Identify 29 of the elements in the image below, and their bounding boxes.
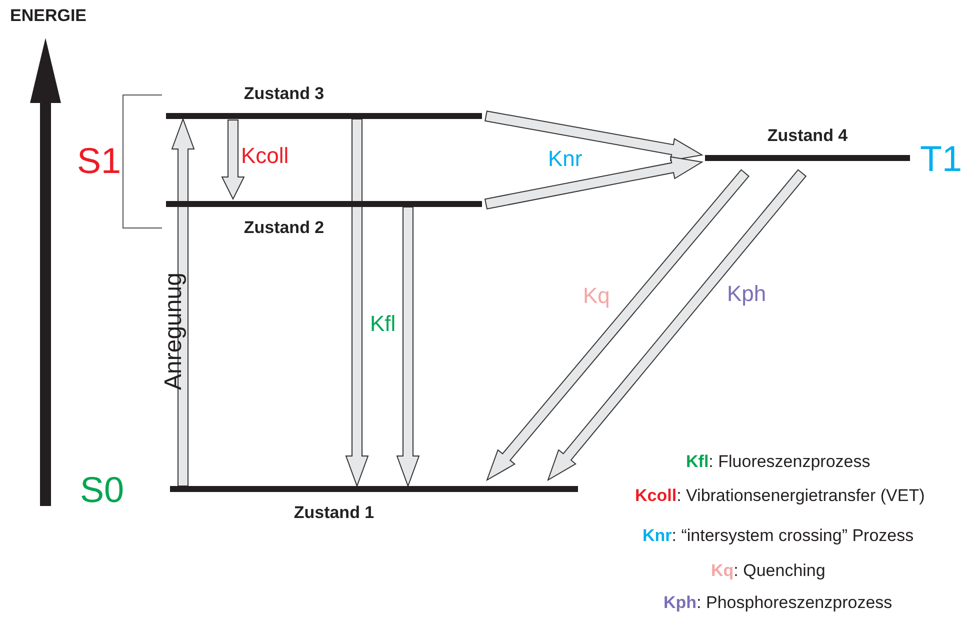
level-label: Zustand 1 — [294, 503, 374, 523]
state-symbol: S0 — [80, 470, 124, 510]
arrow — [486, 169, 750, 482]
legend-text: Kfl: Fluoreszenzprozess — [686, 452, 870, 472]
legend-text: Knr: “intersystem crossing” Prozess — [642, 526, 914, 546]
energy-level — [705, 126, 910, 161]
arrow — [547, 169, 807, 482]
state-symbol: S1 — [77, 140, 122, 182]
legend-text: Kq: Quenching — [711, 561, 826, 581]
arrow — [484, 156, 704, 210]
level-label: Zustand 4 — [767, 126, 848, 146]
level-label: Zustand 2 — [244, 218, 324, 238]
legend-text: Kcoll: Vibrationsenergietransfer (VET) — [635, 486, 925, 506]
edge-label: Anregunug — [160, 272, 188, 390]
edge-label: Kfl — [370, 311, 396, 337]
edge-label: Kcoll — [241, 143, 289, 169]
axis-label: ENERGIE — [10, 6, 87, 26]
edge-label: Knr — [548, 146, 582, 172]
edge-label: Kph — [727, 281, 766, 307]
energy-level — [166, 84, 482, 119]
edge-label: Kq — [583, 283, 610, 309]
state-symbol: T1 — [920, 139, 962, 179]
arrow — [171, 118, 195, 486]
arrow — [396, 206, 420, 488]
arrow — [221, 120, 245, 200]
arrow — [484, 110, 704, 162]
arrow — [345, 118, 369, 488]
legend-text: Kph: Phosphoreszenzprozess — [664, 593, 892, 613]
level-label: Zustand 3 — [244, 84, 324, 104]
